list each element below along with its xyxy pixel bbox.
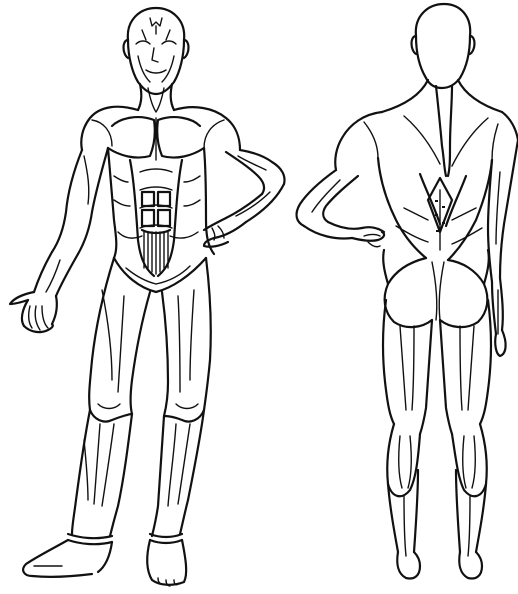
front-head: [124, 8, 189, 94]
back-left-arm: [297, 170, 385, 247]
back-lats: [378, 158, 492, 260]
back-right-arm: [488, 140, 518, 356]
front-left-arm: [204, 150, 285, 247]
front-left-leg: [147, 258, 211, 586]
back-left-leg: [383, 300, 432, 579]
back-head: [412, 4, 475, 88]
back-right-leg: [440, 300, 491, 579]
front-abdomen: [118, 160, 198, 276]
back-glutes: [383, 250, 489, 327]
front-chest: [108, 117, 204, 160]
back-trapezius: [382, 80, 502, 176]
back-view: [297, 4, 518, 579]
front-view: [10, 8, 285, 586]
front-right-arm: [10, 148, 108, 332]
front-obliques: [108, 148, 214, 258]
front-shoulders: [81, 107, 240, 150]
